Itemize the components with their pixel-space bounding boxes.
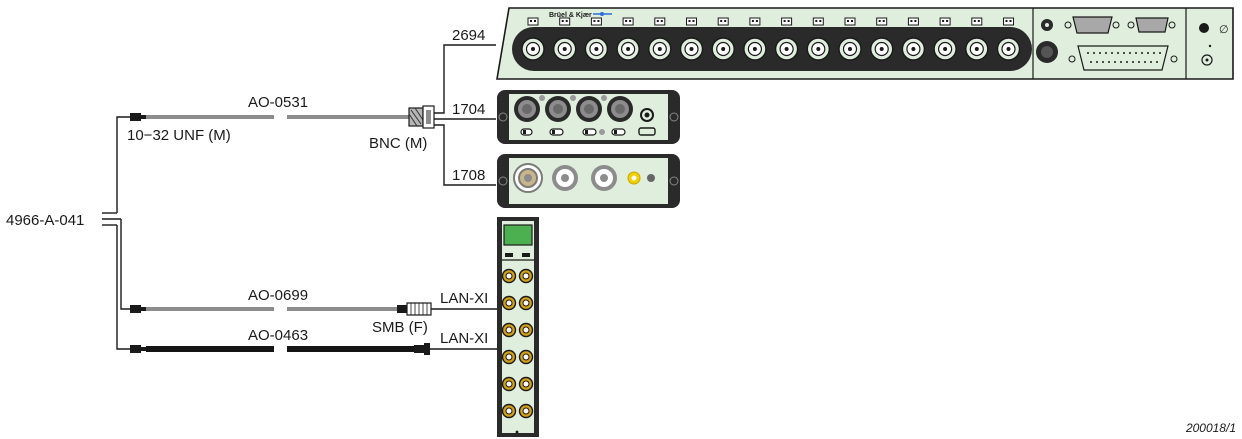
module-label-2694: 2694 [452,27,485,44]
channel-led-icon [559,17,571,26]
input-socket-icon [607,96,633,122]
mini-jack-icon [640,108,654,122]
microdot-plug-icon [130,113,141,121]
channel-indicator-row [527,17,1014,26]
bnc-socket-icon [838,37,862,61]
bnc-socket-icon [870,37,894,61]
channel-led-icon [876,17,888,26]
slide-switch-icon [549,128,564,136]
microdot-plug-icon [130,345,141,353]
frontend-2694-panel: Brüel & Kjær ∅ [496,7,1234,80]
bnc-socket-icon [584,37,609,61]
channel-led-icon [907,17,919,26]
slide-switch-icon [520,128,533,136]
power-symbol-icon: ∅ [1219,24,1229,36]
bnc-split-wires [434,44,496,186]
connector-label-smb-f: SMB (F) [372,319,428,336]
channel-led-icon [717,17,729,26]
dsub-25-connector-icon [1068,45,1178,71]
frontend-1704-module [497,90,680,144]
smb-socket-icon [501,376,517,392]
smb-socket-icon [518,403,534,419]
lemo-connector-icon [513,163,543,193]
frontend-1708-module [497,154,680,208]
brand-label: Brüel & Kjær [549,12,592,19]
slide-switch-icon [611,128,626,136]
knob-icon [1199,23,1209,33]
channel-led-icon [812,17,824,26]
bnc-socket-icon [552,165,578,191]
led-indicator-icon [647,174,655,182]
microdot-plug-icon [414,345,424,353]
bnc-socket-icon [774,37,799,61]
module-label-1704: 1704 [452,101,485,118]
channel-led-icon [971,17,983,26]
bnc-socket-icon [711,37,735,61]
bnc-socket-icon [679,37,704,61]
probe-label: 4966-A-041 [6,212,84,229]
bnc-socket-icon [901,37,926,61]
smb-socket-icon [518,376,534,392]
bnc-socket-icon [648,37,672,61]
channel-led-icon [622,17,634,26]
bnc-socket-icon [521,37,545,61]
bnc-input-row [521,37,1021,61]
channel-led-icon [749,17,761,26]
smb-connector-icon [397,302,432,316]
channel-led-icon [939,17,951,26]
bnc-socket-icon [743,37,767,61]
bnc-socket-icon [965,37,989,61]
bnc-connector-icon [408,105,435,129]
module-label-1708: 1708 [452,167,485,184]
power-button-icon [1201,54,1213,66]
smb-socket-icon [518,349,534,365]
channel-led-icon [781,17,793,26]
slide-switch-icon [582,128,597,136]
dsub-9-connector-icon [1127,17,1176,33]
smb-socket-icon [501,295,517,311]
cable-label-ao-0531: AO-0531 [248,94,308,111]
bnc-socket-icon [806,37,830,61]
display-icon [503,224,533,246]
module-label-lan-xi-a: LAN-XI [440,290,488,307]
bnc-socket-icon [591,165,617,191]
probe-splitter [102,116,130,350]
bnc-socket-icon [933,37,957,61]
input-socket-icon [545,96,571,122]
channel-led-icon [527,17,539,26]
channel-led-icon [686,17,697,26]
usb-port-icon [638,127,656,136]
connector-label-10-32-unf: 10−32 UNF (M) [127,127,231,144]
smb-socket-icon [518,322,534,338]
smb-socket-icon [501,322,517,338]
module-label-lan-xi-b: LAN-XI [440,330,488,347]
brand-logo-icon [593,12,612,16]
channel-led-icon [844,17,856,26]
bnc-socket-icon [616,37,640,61]
cable-ao-0531[interactable] [130,105,435,129]
smb-socket-icon [518,295,534,311]
smb-socket-icon [501,349,517,365]
smb-socket-icon [501,268,517,284]
cable-label-ao-0463: AO-0463 [248,327,308,344]
figure-reference: 200018/1 [1185,421,1236,435]
smb-socket-icon [518,268,534,284]
connector-label-bnc-m: BNC (M) [369,135,427,152]
input-socket-icon [514,96,540,122]
input-socket-icon [576,96,602,122]
microdot-plug-icon [130,305,141,313]
bnc-socket-icon [996,37,1021,61]
bnc-socket-icon [553,37,577,61]
cable-ao-0699[interactable] [130,302,497,316]
channel-led-icon [590,17,602,26]
channel-bnc-strip [512,27,1032,71]
channel-led-icon [654,17,666,26]
cable-label-ao-0699: AO-0699 [248,287,308,304]
dsub-9-connector-icon [1064,16,1120,34]
cable-ao-0463[interactable] [130,343,497,355]
lan-xi-module [497,217,539,437]
channel-led-icon [1003,17,1014,26]
smb-socket-icon [501,403,517,419]
